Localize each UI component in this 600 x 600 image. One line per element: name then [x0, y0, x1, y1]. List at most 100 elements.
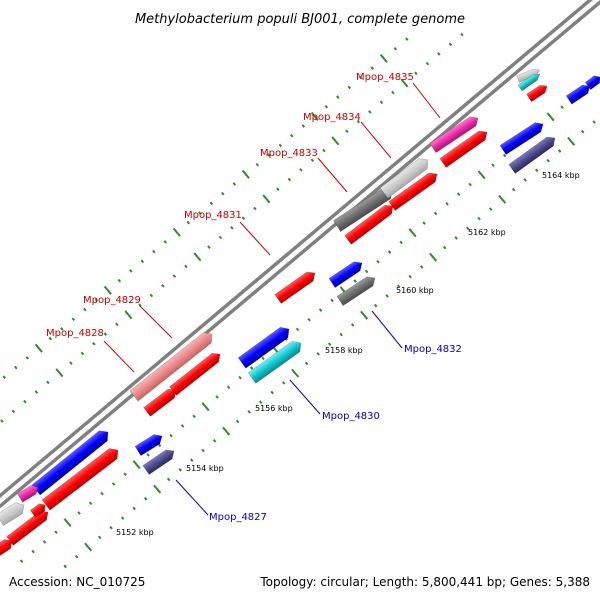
tick-mark — [385, 294, 389, 298]
gene-small-right-b[interactable] — [508, 134, 558, 174]
gene-left-red-c[interactable] — [29, 501, 47, 519]
leader-mpop-4830 — [289, 379, 321, 415]
gene-mpop-4834[interactable] — [379, 155, 432, 199]
gene-left-blue[interactable] — [31, 427, 112, 496]
tick-mark — [2, 375, 7, 380]
tick-marks — [0, 32, 599, 569]
gene-top-cyan[interactable] — [517, 71, 542, 92]
tick-mark — [153, 484, 162, 494]
tick-mark — [295, 327, 300, 332]
tick-mark — [83, 307, 87, 312]
tick-mark — [193, 252, 202, 262]
gene-top-red[interactable] — [526, 82, 550, 103]
gene-mpop-4832-b[interactable] — [328, 258, 365, 288]
tick-mark — [350, 323, 355, 327]
tick-mark — [115, 322, 119, 327]
tick-mark — [414, 71, 418, 76]
tick-mark — [370, 66, 375, 70]
gene-label-mpop-4830: Mpop_4830 — [322, 411, 380, 422]
tick-mark — [368, 110, 372, 114]
tick-mark — [360, 310, 369, 320]
gene-label-mpop-4832: Mpop_4832 — [404, 344, 462, 355]
tick-mark — [71, 317, 76, 322]
tick-mark — [146, 453, 150, 457]
leader-mpop-4828 — [103, 340, 135, 373]
tick-mark — [132, 506, 136, 511]
tick-mark — [221, 191, 225, 196]
tick-mark — [261, 356, 265, 361]
tick-mark — [14, 365, 18, 370]
gene-mpop-4830[interactable] — [247, 338, 305, 384]
backbone-line-lower — [0, 0, 600, 509]
scale-label-5160: 5160 kbp — [396, 286, 434, 295]
tick-mark — [327, 342, 332, 347]
gene-mpop-4827[interactable] — [142, 446, 177, 475]
gene-mpop-4834-b[interactable] — [388, 170, 440, 211]
tick-mark — [180, 424, 185, 428]
tick-mark — [433, 211, 438, 216]
tick-mark — [88, 501, 93, 506]
gene-left-pink[interactable] — [16, 483, 40, 503]
tick-mark — [189, 458, 194, 462]
tick-mark — [448, 42, 453, 47]
gene-mpop-4831[interactable] — [274, 268, 318, 304]
tick-mark — [304, 361, 309, 366]
tick-mark — [212, 439, 217, 443]
gene-mpop-4835[interactable] — [429, 113, 481, 153]
gene-mpop-4833-b[interactable] — [344, 202, 397, 245]
gene-mpop-4835-b[interactable] — [439, 128, 490, 168]
tick-mark — [477, 170, 486, 180]
tick-mark — [103, 285, 112, 295]
tick-mark — [60, 327, 64, 331]
tick-mark — [425, 61, 430, 66]
tick-mark — [546, 112, 555, 122]
tick-mark — [318, 308, 323, 312]
tick-mark — [276, 187, 280, 191]
tick-mark — [511, 187, 516, 192]
gene-small-right-a[interactable] — [499, 119, 546, 156]
tick-mark — [560, 105, 564, 109]
tick-mark — [592, 120, 596, 124]
scale-labels: 5152 kbp 5154 kbp 5156 kbp 5158 kbp 5160… — [116, 171, 580, 537]
leader-mpop-4833 — [317, 157, 348, 193]
gene-left-gray[interactable] — [0, 499, 27, 526]
gene-top-gray[interactable] — [516, 67, 542, 83]
tick-mark — [23, 399, 27, 404]
gene-left-red-d[interactable] — [0, 536, 15, 558]
tick-mark — [523, 178, 527, 182]
tick-mark — [580, 129, 585, 134]
tick-mark — [235, 419, 240, 424]
leader-mpop-4832 — [371, 310, 403, 349]
tick-mark — [192, 414, 196, 419]
tick-mark — [48, 336, 53, 341]
tick-mark — [437, 52, 441, 56]
gene-labels: Mpop_4835 Mpop_4834 Mpop_4833 Mpop_4831 … — [46, 72, 462, 523]
gene-label-mpop-4835: Mpop_4835 — [356, 72, 414, 83]
tick-mark — [109, 525, 113, 530]
tick-mark — [198, 211, 202, 215]
tick-mark — [80, 351, 85, 356]
genome-backbone — [0, 0, 600, 509]
tick-mark — [419, 265, 424, 269]
tick-mark — [92, 341, 96, 346]
gene-mpop-4830-b[interactable] — [237, 324, 293, 369]
tick-mark — [281, 381, 286, 385]
gene-left-red[interactable] — [41, 445, 122, 511]
leader-mpop-4829 — [139, 305, 173, 339]
tick-mark — [359, 75, 363, 80]
tick-mark — [55, 368, 64, 378]
tick-mark — [31, 549, 35, 554]
gene-mpop-4829[interactable] — [129, 329, 216, 402]
gene-mpop-4827-b[interactable] — [134, 431, 165, 457]
tick-mark — [74, 554, 79, 559]
tick-mark — [253, 206, 257, 211]
tick-mark — [152, 249, 156, 254]
gene-mpop-4828-b[interactable] — [169, 350, 224, 396]
gene-label-mpop-4827: Mpop_4827 — [209, 512, 267, 523]
gene-mpop-4832[interactable] — [336, 273, 378, 307]
gene-mpop-4828[interactable] — [143, 386, 180, 417]
tick-mark — [111, 482, 116, 486]
gene-top-blue[interactable] — [565, 82, 593, 105]
